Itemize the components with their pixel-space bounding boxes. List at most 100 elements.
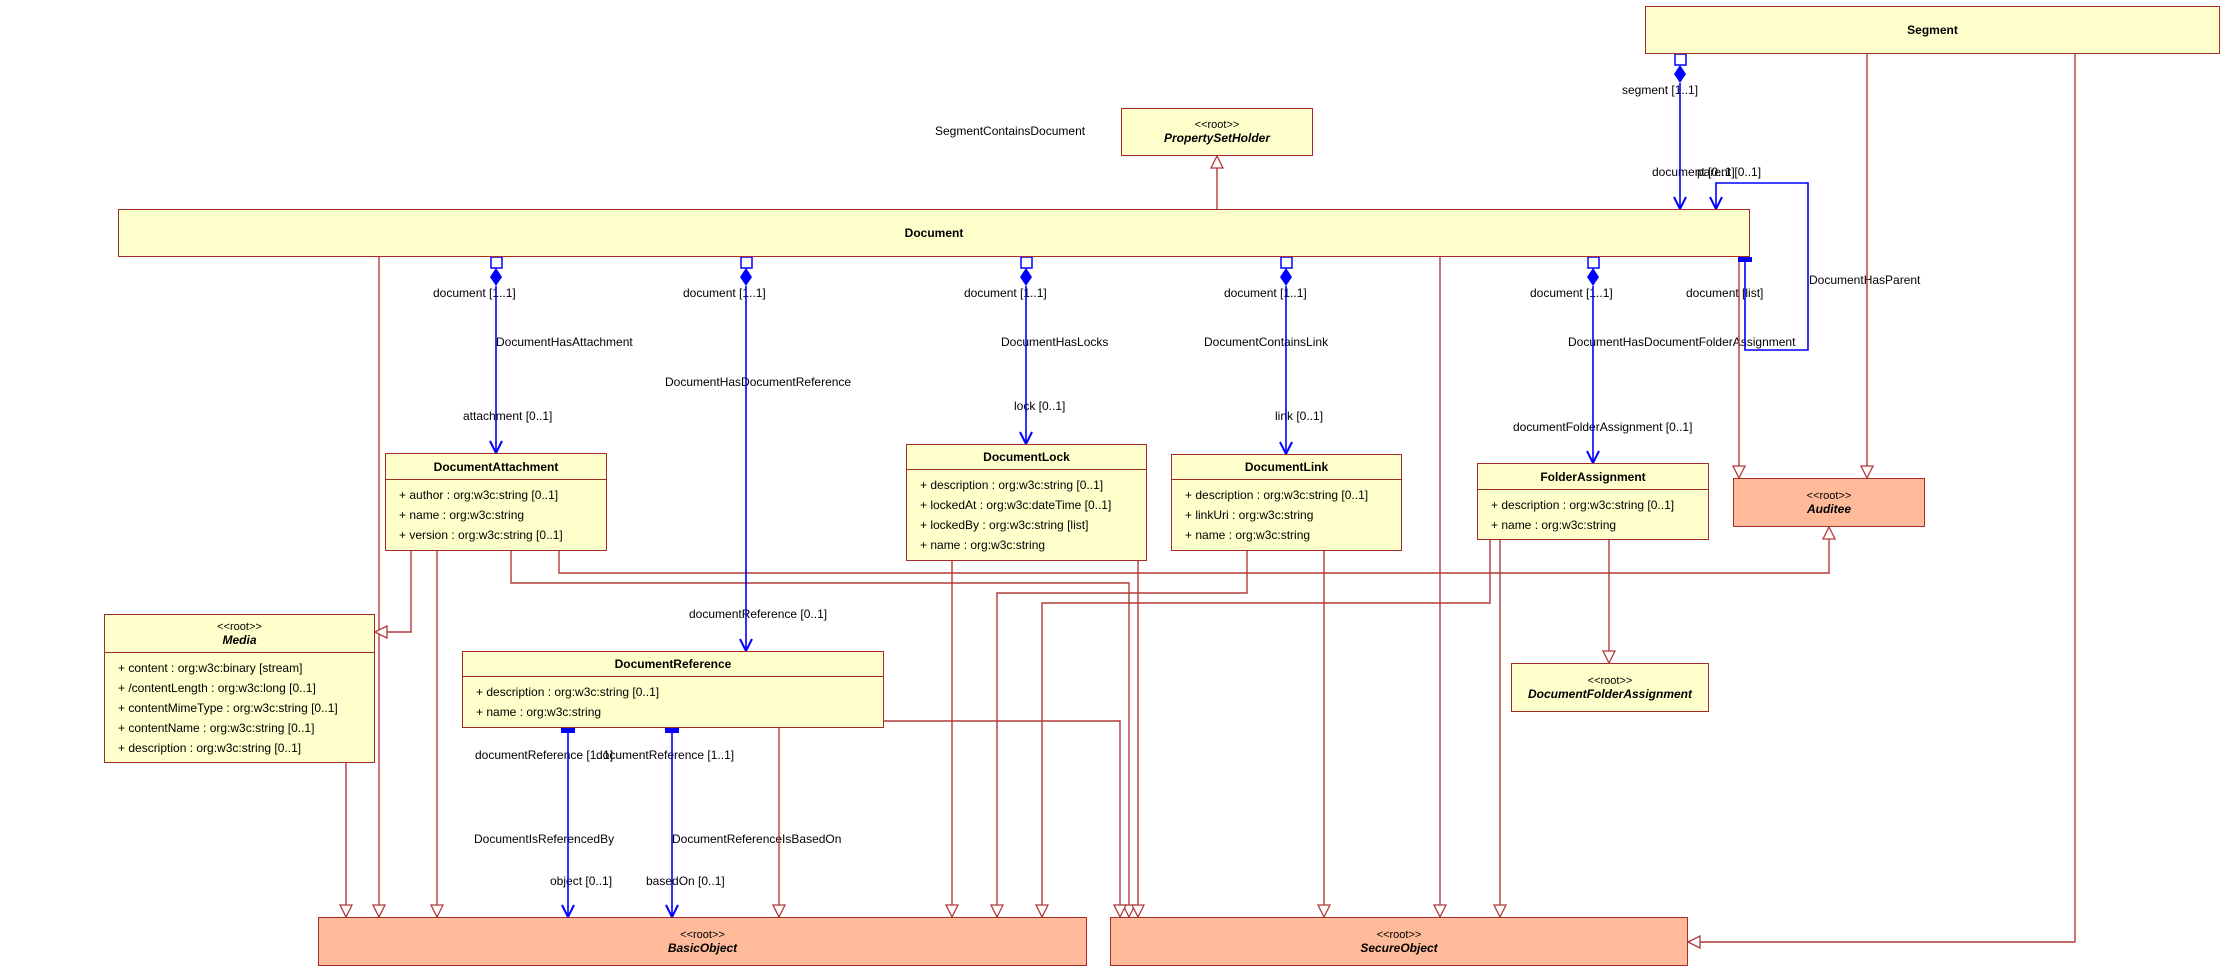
association-segment-contains-document[interactable] <box>1674 53 1687 209</box>
attribute-list: + description : org:w3c:string [0..1] + … <box>907 470 1146 555</box>
class-header: DocumentAttachment <box>386 454 606 480</box>
stereotype-label: <<root>> <box>680 928 725 941</box>
generalization-attachment-auditee[interactable] <box>558 527 1829 574</box>
association-name-label: DocumentHasParent <box>1809 273 1921 287</box>
attribute: + author : org:w3c:string [0..1] <box>399 488 559 502</box>
attribute-list: + description : org:w3c:string [0..1] + … <box>463 677 883 722</box>
attribute: + name : org:w3c:string <box>476 705 602 719</box>
role-label: object [0..1] <box>550 874 613 888</box>
class-document-attachment[interactable]: DocumentAttachment + author : org:w3c:st… <box>385 453 607 551</box>
association-document-is-referenced-by[interactable] <box>561 728 575 917</box>
attribute: + name : org:w3c:string <box>920 538 1046 552</box>
aggregation-square-icon <box>740 256 753 269</box>
attribute-list: + author : org:w3c:string [0..1] + name … <box>386 480 606 545</box>
association-end-bar-icon <box>1738 257 1752 262</box>
role-label: lock [0..1] <box>1014 399 1066 413</box>
role-label: document [1..1] <box>433 286 516 300</box>
attribute: + name : org:w3c:string <box>1185 528 1311 542</box>
association-document-has-folder-assignment[interactable] <box>1587 256 1600 463</box>
class-folder-assignment[interactable]: FolderAssignment + description : org:w3c… <box>1477 463 1709 540</box>
role-label: parent [0..1] <box>1697 165 1762 179</box>
association-end-bar-icon <box>561 728 575 733</box>
class-segment[interactable]: Segment <box>1645 6 2220 54</box>
attribute: + description : org:w3c:string [0..1] <box>476 685 660 699</box>
role-label: document [1..1] <box>683 286 766 300</box>
generalization-folderassignment-basicobject[interactable] <box>1042 540 1491 917</box>
class-document-reference[interactable]: DocumentReference + description : org:w3… <box>462 651 884 728</box>
aggregation-square-icon <box>1674 53 1687 66</box>
attribute-list: + description : org:w3c:string [0..1] + … <box>1172 480 1401 545</box>
class-header: <<root>> Media <box>105 615 374 653</box>
class-document[interactable]: Document <box>118 209 1750 257</box>
class-name: SecureObject <box>1360 940 1438 955</box>
class-name: Media <box>222 632 257 647</box>
stereotype-label: <<root>> <box>1194 119 1240 131</box>
attribute: + /contentLength : org:w3c:long [0..1] <box>118 681 316 695</box>
aggregation-square-icon <box>490 256 503 269</box>
class-document-link[interactable]: DocumentLink + description : org:w3c:str… <box>1171 454 1402 551</box>
attribute: + description : org:w3c:string [0..1] <box>920 478 1104 492</box>
role-label: document [0..1] <box>1652 165 1735 179</box>
role-label: documentReference [1..1] <box>596 748 735 762</box>
role-label: basedOn [0..1] <box>646 874 725 888</box>
association-name-label: DocumentIsReferencedBy <box>474 832 615 846</box>
attribute: + contentMimeType : org:w3c:string [0..1… <box>118 701 338 715</box>
composition-diamond-icon <box>740 268 752 286</box>
generalization-attachment-secureobject[interactable] <box>510 551 1129 917</box>
association-name-label: DocumentContainsLink <box>1204 335 1329 349</box>
aggregation-square-icon <box>1587 256 1600 269</box>
attribute: + version : org:w3c:string [0..1] <box>399 528 563 542</box>
class-media[interactable]: <<root>> Media + content : org:w3c:binar… <box>104 614 375 763</box>
class-auditee[interactable]: <<root>> Auditee <box>1733 478 1925 527</box>
role-label: document [list] <box>1686 286 1764 300</box>
association-document-has-locks[interactable] <box>1020 256 1032 444</box>
role-label: attachment [0..1] <box>463 409 553 423</box>
composition-diamond-icon <box>490 268 502 286</box>
association-document-has-document-reference[interactable] <box>740 256 753 651</box>
class-name: DocumentLock <box>983 450 1070 464</box>
association-name-label: DocumentHasLocks <box>1001 335 1109 349</box>
attribute: + contentName : org:w3c:string [0..1] <box>118 721 315 735</box>
class-name: DocumentReference <box>614 657 732 671</box>
attribute: + name : org:w3c:string <box>1491 518 1617 532</box>
association-document-has-attachment[interactable] <box>490 256 503 453</box>
association-name-label: DocumentHasAttachment <box>496 335 633 349</box>
class-secure-object[interactable]: <<root>> SecureObject <box>1110 917 1688 966</box>
class-name: BasicObject <box>667 940 738 955</box>
association-document-reference-is-based-on[interactable] <box>665 728 679 917</box>
class-header: DocumentLink <box>1172 455 1401 480</box>
association-document-has-parent[interactable] <box>1716 182 1809 351</box>
stereotype-label: <<root>> <box>1806 489 1852 502</box>
generalization-segment-secureobject[interactable] <box>1688 54 2076 942</box>
association-name-label: DocumentHasDocumentReference <box>665 375 852 389</box>
role-label: documentReference [0..1] <box>689 607 828 621</box>
role-label: documentReference [1..1] <box>475 748 614 762</box>
generalization-link-basicobject[interactable] <box>997 551 1248 917</box>
class-document-folder-assignment[interactable]: <<root>> DocumentFolderAssignment <box>1511 663 1709 712</box>
attribute: + name : org:w3c:string <box>399 508 525 522</box>
composition-diamond-icon <box>1280 268 1292 286</box>
generalization-attachment-media[interactable] <box>375 551 412 632</box>
class-document-lock[interactable]: DocumentLock + description : org:w3c:str… <box>906 444 1147 561</box>
attribute: + description : org:w3c:string [0..1] <box>118 741 302 755</box>
association-name-label: DocumentReferenceIsBasedOn <box>672 832 842 846</box>
role-label: link [0..1] <box>1275 409 1324 423</box>
composition-diamond-icon <box>1674 65 1686 83</box>
role-label: document [1..1] <box>1530 286 1613 300</box>
attribute: + description : org:w3c:string [0..1] <box>1185 488 1369 502</box>
class-name: Segment <box>1907 23 1958 37</box>
class-basic-object[interactable]: <<root>> BasicObject <box>318 917 1087 966</box>
generalization-reference-secureobject[interactable] <box>884 720 1120 917</box>
attribute: + description : org:w3c:string [0..1] <box>1491 498 1675 512</box>
attribute: + linkUri : org:w3c:string <box>1185 508 1314 522</box>
role-label: documentFolderAssignment [0..1] <box>1513 420 1693 434</box>
class-name: DocumentAttachment <box>433 459 559 474</box>
class-property-set-holder[interactable]: <<root>> PropertySetHolder <box>1121 108 1313 156</box>
class-name: DocumentFolderAssignment <box>1527 686 1692 701</box>
class-name: PropertySetHolder <box>1163 131 1271 145</box>
association-end-bar-icon <box>665 728 679 733</box>
association-document-contains-link[interactable] <box>1280 256 1292 454</box>
class-name: FolderAssignment <box>1540 469 1646 484</box>
attribute: + lockedBy : org:w3c:string [list] <box>920 518 1089 532</box>
